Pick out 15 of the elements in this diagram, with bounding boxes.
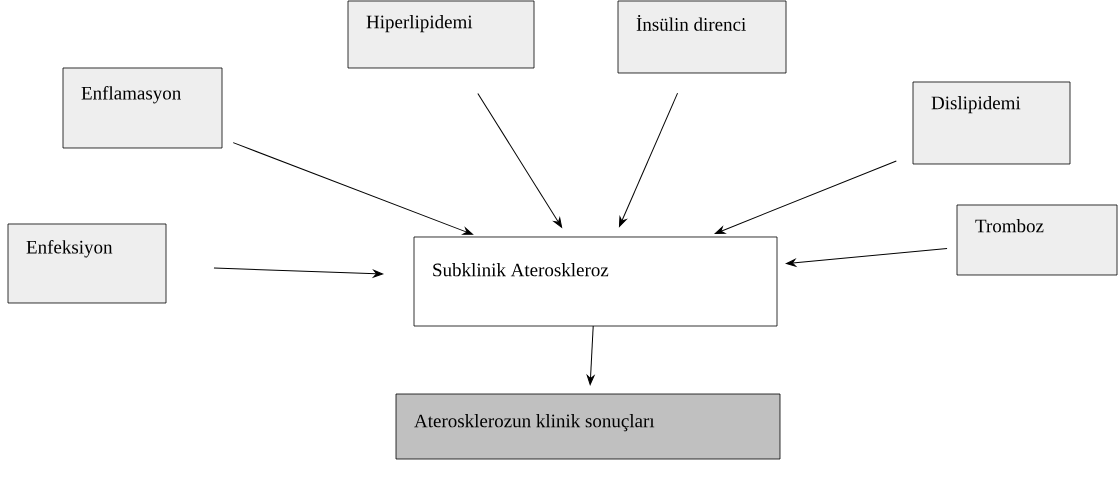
outcome-box: Aterosklerozun klinik sonuçları [395,393,781,460]
arrow [213,267,384,278]
process-box: Subklinik Ateroskleroz [413,236,778,327]
factor-box: İnsülin direnci [617,0,787,74]
arrow [232,142,474,235]
arrow [586,325,595,386]
arrow [477,92,563,228]
factor-box: Hiperlipidemi [347,0,535,69]
arrow [785,247,948,267]
arrow [618,92,679,227]
factor-box: Dislipidemi [912,81,1071,165]
factor-box: Enfeksiyon [7,223,167,304]
factor-box: Enflamasyon [62,67,223,149]
factor-box: Tromboz [956,204,1118,276]
arrow [714,160,897,234]
